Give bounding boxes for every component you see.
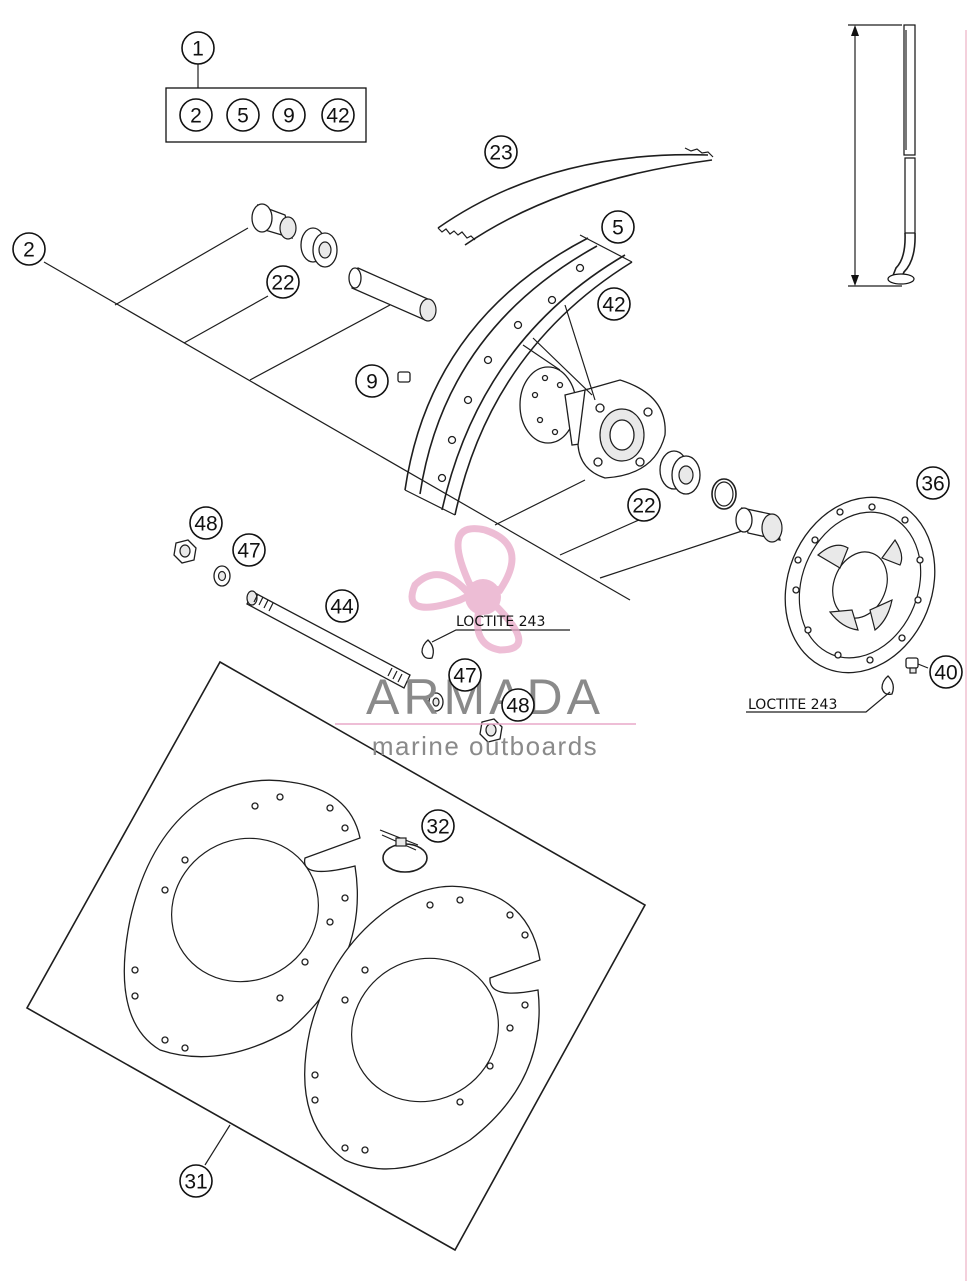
washer-right (428, 692, 444, 712)
callout-48-right-label: 48 (506, 695, 529, 718)
callout-44: 44 (325, 589, 359, 623)
loctite-note-right: LOCTITE 243 (748, 697, 837, 713)
callout-1-label: 1 (192, 38, 204, 61)
callout-22-left-label: 22 (271, 272, 294, 295)
left-bearing (300, 227, 338, 268)
kit-callout-2: 2 (179, 98, 213, 132)
loctite-right-leader (746, 691, 891, 713)
callout-47-left-label: 47 (237, 540, 260, 563)
callout-48-left-label: 48 (194, 513, 217, 536)
callout-5-label: 5 (612, 217, 624, 240)
decal-leader (204, 1124, 231, 1166)
callout-48-right: 48 (501, 688, 535, 722)
callout-23-label: 23 (489, 142, 512, 165)
washer-left (213, 565, 231, 587)
spoke-nipple-part (397, 371, 411, 383)
kit-callout-42: 42 (321, 98, 355, 132)
callout-5: 5 (601, 210, 635, 244)
callout-36: 36 (916, 466, 950, 500)
watermark-brand: ARMADA (366, 669, 604, 725)
kit-callout-2-label: 2 (190, 105, 202, 128)
rim-tape (437, 147, 714, 246)
callout-40-label: 40 (934, 662, 957, 685)
callout-47-right-label: 47 (453, 665, 476, 688)
loctite-note-center: LOCTITE 243 (456, 614, 545, 630)
loctite-center-leader (431, 629, 570, 643)
axle-nut-left (173, 539, 197, 564)
right-bearing (659, 450, 701, 495)
callout-32: 32 (421, 809, 455, 843)
callout-48-left: 48 (189, 506, 223, 540)
brake-disc (784, 496, 936, 674)
callout-2: 2 (12, 232, 46, 266)
bolt-leader (917, 663, 929, 669)
disc-bolt (881, 657, 919, 696)
callout-32-label: 32 (426, 816, 449, 839)
callout-42-label: 42 (602, 294, 625, 317)
callout-2-label: 2 (23, 239, 35, 262)
loctite-droplet-center (421, 639, 434, 660)
left-spacer (251, 203, 297, 240)
callout-44-label: 44 (330, 596, 354, 619)
hub-spacer-tube (348, 267, 437, 322)
wheel-axle (246, 590, 411, 689)
callout-1: 1 (181, 31, 215, 65)
kit-callout-42-label: 42 (326, 105, 349, 128)
kit-callout-9-label: 9 (283, 105, 295, 128)
spoke-length-diagram (848, 24, 916, 287)
callout-31: 31 (179, 1164, 213, 1198)
right-parts-leaders (494, 479, 746, 579)
left-parts-leaders (114, 227, 391, 381)
callout-9-label: 9 (366, 371, 378, 394)
callout-47-left: 47 (232, 533, 266, 567)
cable-tie (379, 829, 428, 873)
callout-42: 42 (597, 287, 631, 321)
callout-23: 23 (484, 135, 518, 169)
wheel-rim (404, 234, 633, 516)
callout-22-right: 22 (627, 488, 661, 522)
callout-31-label: 31 (184, 1171, 207, 1194)
right-spacer (735, 507, 783, 543)
axle-centerline (43, 261, 631, 601)
callout-47-right: 47 (448, 658, 482, 692)
callout-36-label: 36 (921, 473, 944, 496)
decal-sheet (25, 660, 647, 1252)
kit-callout-5: 5 (226, 98, 260, 132)
callout-9: 9 (355, 364, 389, 398)
callout-22-left: 22 (266, 265, 300, 299)
watermark-tagline: marine outboards (372, 731, 598, 761)
wheel-hub (519, 304, 666, 479)
circlip (711, 478, 737, 510)
kit-callout-9: 9 (272, 98, 306, 132)
watermark-logo (408, 525, 523, 654)
kit-callout-5-label: 5 (237, 105, 249, 128)
callout-40: 40 (929, 655, 963, 689)
callout-22-right-label: 22 (632, 495, 655, 518)
